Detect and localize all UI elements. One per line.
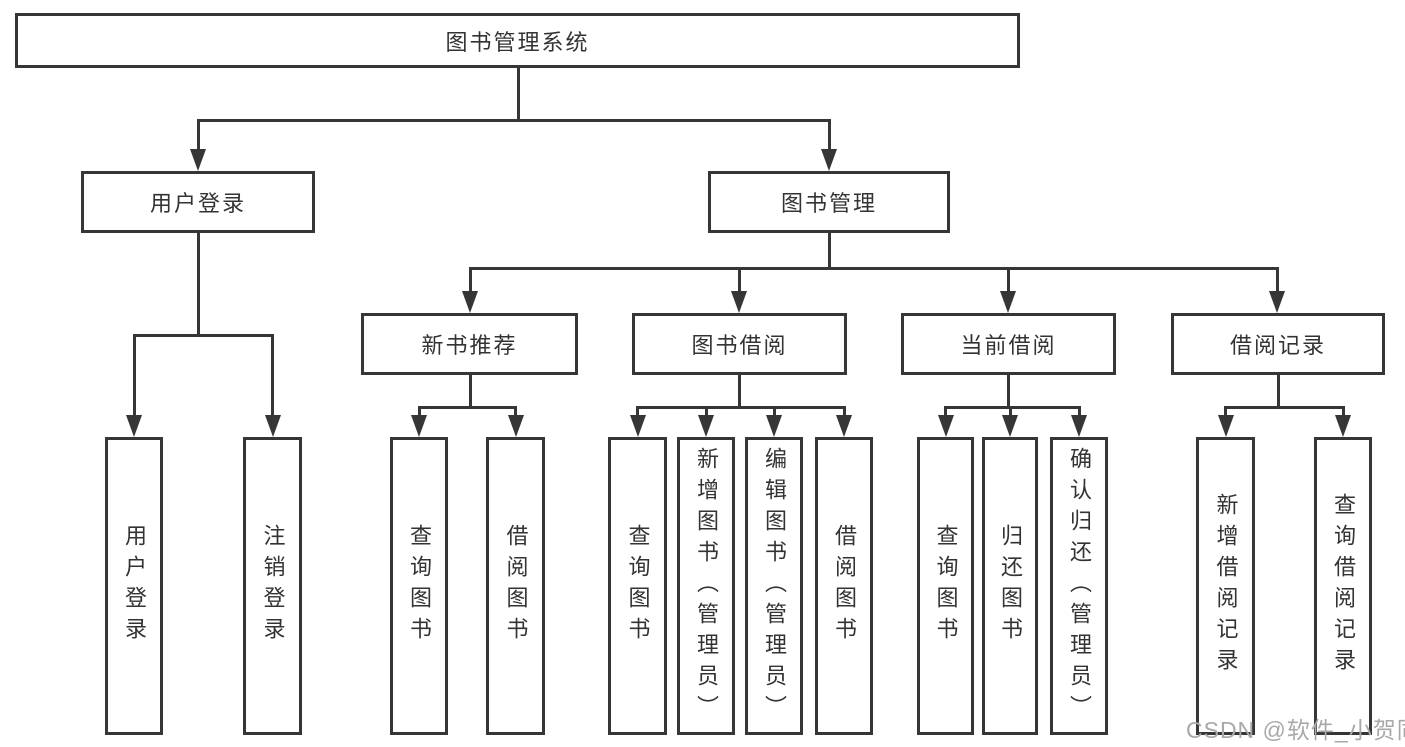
leaf-records-add-record-label: 新增借阅记录	[1213, 493, 1239, 679]
connector-line-to-leaf-borrow-query	[636, 406, 639, 417]
connector-new-book-rail	[417, 406, 517, 409]
arrowhead-leaf-newbook-query	[411, 415, 427, 437]
connector-line-to-leaf-borrow-add	[704, 406, 708, 417]
connector-line-to-new-book-recommend	[468, 267, 472, 293]
leaf-records-query-record-label: 查询借阅记录	[1331, 493, 1356, 679]
arrowhead-leaf-newbook-borrow	[507, 415, 524, 437]
node-book-borrow-label: 图书借阅	[691, 333, 788, 358]
node-root-label: 图书管理系统	[445, 29, 590, 55]
arrowhead-leaf-borrow-add	[698, 415, 714, 437]
arrowhead-borrow-records	[1269, 291, 1285, 313]
leaf-logout-label: 注销登录	[260, 524, 286, 648]
arrowhead-leaf-records-query	[1335, 415, 1351, 437]
leaf-user-login: 用户登录	[105, 437, 163, 735]
connector-current-borrow-rail	[944, 406, 1081, 409]
leaf-newbook-borrow-books: 借阅图书	[486, 437, 545, 735]
node-new-book-recommend-label: 新书推荐	[421, 333, 518, 358]
connector-user-login-stem	[196, 233, 200, 336]
leaf-current-confirm-return-admin-label: 确认归还（管理员）	[1067, 446, 1092, 726]
connector-borrow-records-rail	[1224, 406, 1345, 409]
connector-line-to-leaf-current-return	[1008, 406, 1012, 417]
node-user-login-label: 用户登录	[149, 191, 246, 216]
leaf-borrow-borrow-books-label: 借阅图书	[832, 524, 857, 648]
connector-line-to-current-borrow	[1006, 267, 1010, 293]
connector-line-to-borrow-records	[1275, 267, 1279, 293]
connector-new-book-recommend-stem	[468, 375, 472, 408]
connector-line-to-leaf-records-query	[1341, 406, 1345, 417]
connector-line-to-book-borrow	[737, 267, 741, 293]
leaf-newbook-query-books-label: 查询图书	[407, 524, 432, 648]
arrowhead-new-book-recommend	[462, 291, 478, 313]
node-new-book-recommend: 新书推荐	[361, 313, 578, 375]
arrowhead-leaf-current-return	[1002, 415, 1018, 437]
connector-borrow-records-stem	[1276, 375, 1280, 408]
arrowhead-leaf-current-query	[937, 415, 954, 437]
leaf-current-query-books: 查询图书	[917, 437, 974, 735]
connector-user-login-rail	[132, 334, 274, 337]
arrowhead-leaf-records-add	[1217, 415, 1234, 437]
leaf-current-query-books-label: 查询图书	[933, 524, 959, 648]
node-book-management: 图书管理	[708, 171, 950, 233]
node-borrow-records: 借阅记录	[1171, 313, 1385, 375]
connector-root-stem	[516, 68, 520, 122]
leaf-borrow-add-books-admin: 新增图书（管理员）	[677, 437, 735, 735]
node-book-management-label: 图书管理	[780, 191, 877, 216]
watermark: CSDN @软件_小贺同学	[1186, 717, 1405, 743]
arrowhead-current-borrow	[1000, 291, 1016, 313]
connector-book-management-stem	[827, 233, 831, 269]
connector-line-to-leaf-newbook-borrow	[514, 406, 517, 417]
connector-current-borrow-stem	[1006, 375, 1010, 408]
leaf-current-confirm-return-admin: 确认归还（管理员）	[1050, 437, 1108, 735]
connector-line-to-book-management	[827, 119, 831, 151]
node-current-borrow: 当前借阅	[901, 313, 1116, 375]
connector-line-to-leaf-current-confirm	[1077, 406, 1081, 417]
leaf-logout: 注销登录	[243, 437, 302, 735]
leaf-borrow-query-books: 查询图书	[608, 437, 667, 735]
leaf-borrow-borrow-books: 借阅图书	[815, 437, 873, 735]
leaf-borrow-query-books-label: 查询图书	[625, 524, 651, 648]
connector-level2-rail	[196, 119, 831, 122]
connector-line-to-leaf-newbook-query	[417, 406, 421, 417]
arrowhead-leaf-current-confirm	[1071, 415, 1087, 437]
arrowhead-leaf-borrow-edit	[766, 415, 782, 437]
connector-line-to-leaf-records-add	[1224, 406, 1227, 417]
leaf-newbook-borrow-books-label: 借阅图书	[503, 524, 529, 648]
leaf-current-return-books-label: 归还图书	[998, 524, 1023, 648]
node-current-borrow-label: 当前借阅	[960, 333, 1057, 358]
leaf-borrow-edit-books-admin-label: 编辑图书（管理员）	[762, 446, 787, 726]
node-root: 图书管理系统	[15, 13, 1020, 68]
leaf-borrow-edit-books-admin: 编辑图书（管理员）	[745, 437, 803, 735]
arrowhead-leaf-logout	[264, 415, 281, 437]
node-borrow-records-label: 借阅记录	[1229, 333, 1326, 358]
connector-book-borrow-rail	[636, 406, 846, 409]
connector-book-borrow-stem	[737, 375, 741, 408]
arrowhead-book-borrow	[731, 291, 747, 313]
leaf-borrow-add-books-admin-label: 新增图书（管理员）	[694, 446, 719, 726]
leaf-records-add-record: 新增借阅记录	[1196, 437, 1255, 735]
arrowhead-book-management	[821, 149, 837, 171]
connector-level3-rail	[468, 267, 1279, 270]
arrowhead-leaf-borrow-query	[629, 415, 646, 437]
arrowhead-leaf-user-login	[126, 415, 142, 437]
connector-line-to-leaf-user-login	[132, 334, 136, 417]
arrowhead-leaf-borrow-borrow	[836, 415, 852, 437]
connector-line-to-leaf-logout	[271, 334, 274, 417]
leaf-user-login-label: 用户登录	[122, 524, 147, 648]
connector-line-to-leaf-borrow-borrow	[842, 406, 846, 417]
connector-line-to-leaf-borrow-edit	[772, 406, 776, 417]
connector-line-to-leaf-current-query	[944, 406, 947, 417]
arrowhead-user-login	[190, 149, 206, 171]
leaf-current-return-books: 归还图书	[982, 437, 1038, 735]
node-book-borrow: 图书借阅	[632, 313, 847, 375]
connector-line-to-user-login	[196, 119, 200, 151]
node-user-login: 用户登录	[81, 171, 315, 233]
leaf-records-query-record: 查询借阅记录	[1314, 437, 1372, 735]
leaf-newbook-query-books: 查询图书	[390, 437, 448, 735]
